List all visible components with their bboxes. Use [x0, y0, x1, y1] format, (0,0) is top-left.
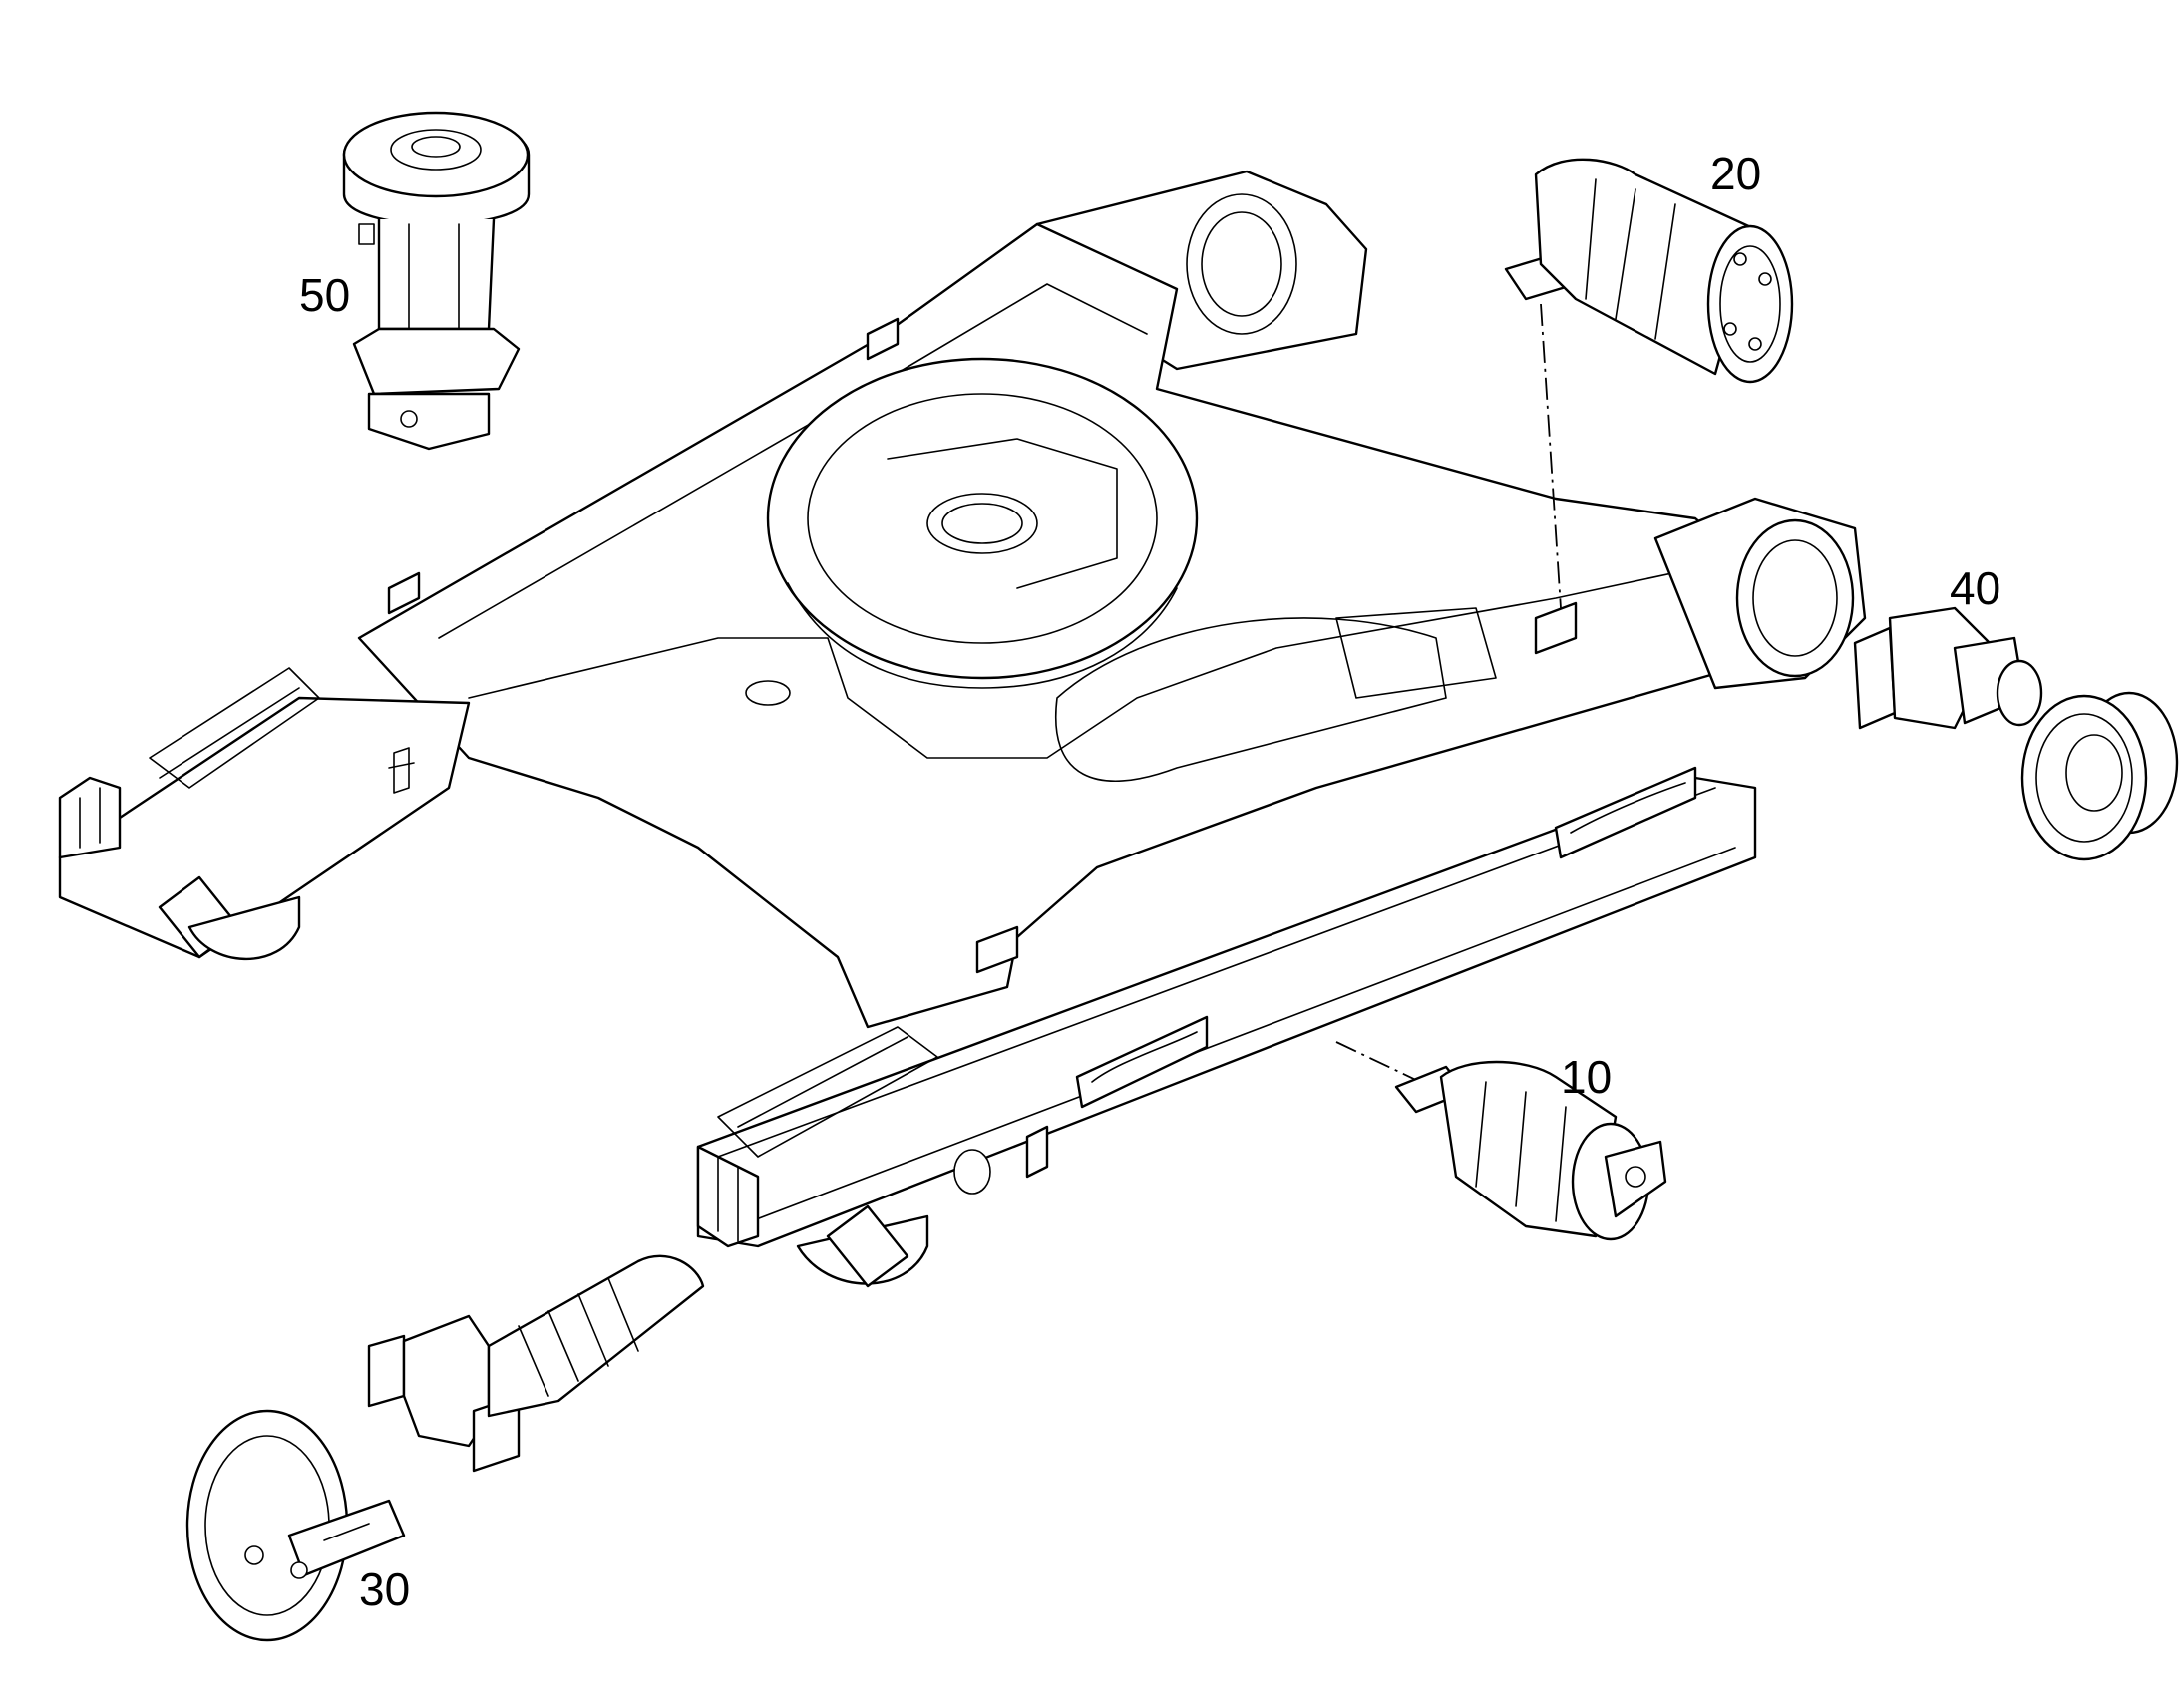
leader-line-20	[1540, 303, 1562, 609]
part-label-10: 10	[1561, 1051, 1612, 1103]
idler-wheel-part	[185, 1409, 406, 1642]
part-label-30: 30	[359, 1563, 410, 1615]
part-label-50: 50	[299, 269, 350, 321]
undercarriage-frame	[58, 170, 1867, 1288]
recoil-spring-part	[367, 1254, 705, 1473]
leader-line-10	[1335, 1041, 1442, 1093]
track-roller-part	[1394, 1060, 1667, 1241]
carrier-roller-part	[1504, 158, 1794, 384]
part-label-40: 40	[1950, 562, 2000, 614]
part-label-20: 20	[1710, 148, 1761, 199]
travel-motor-part	[1853, 606, 2179, 861]
swivel-joint-part	[342, 111, 531, 451]
